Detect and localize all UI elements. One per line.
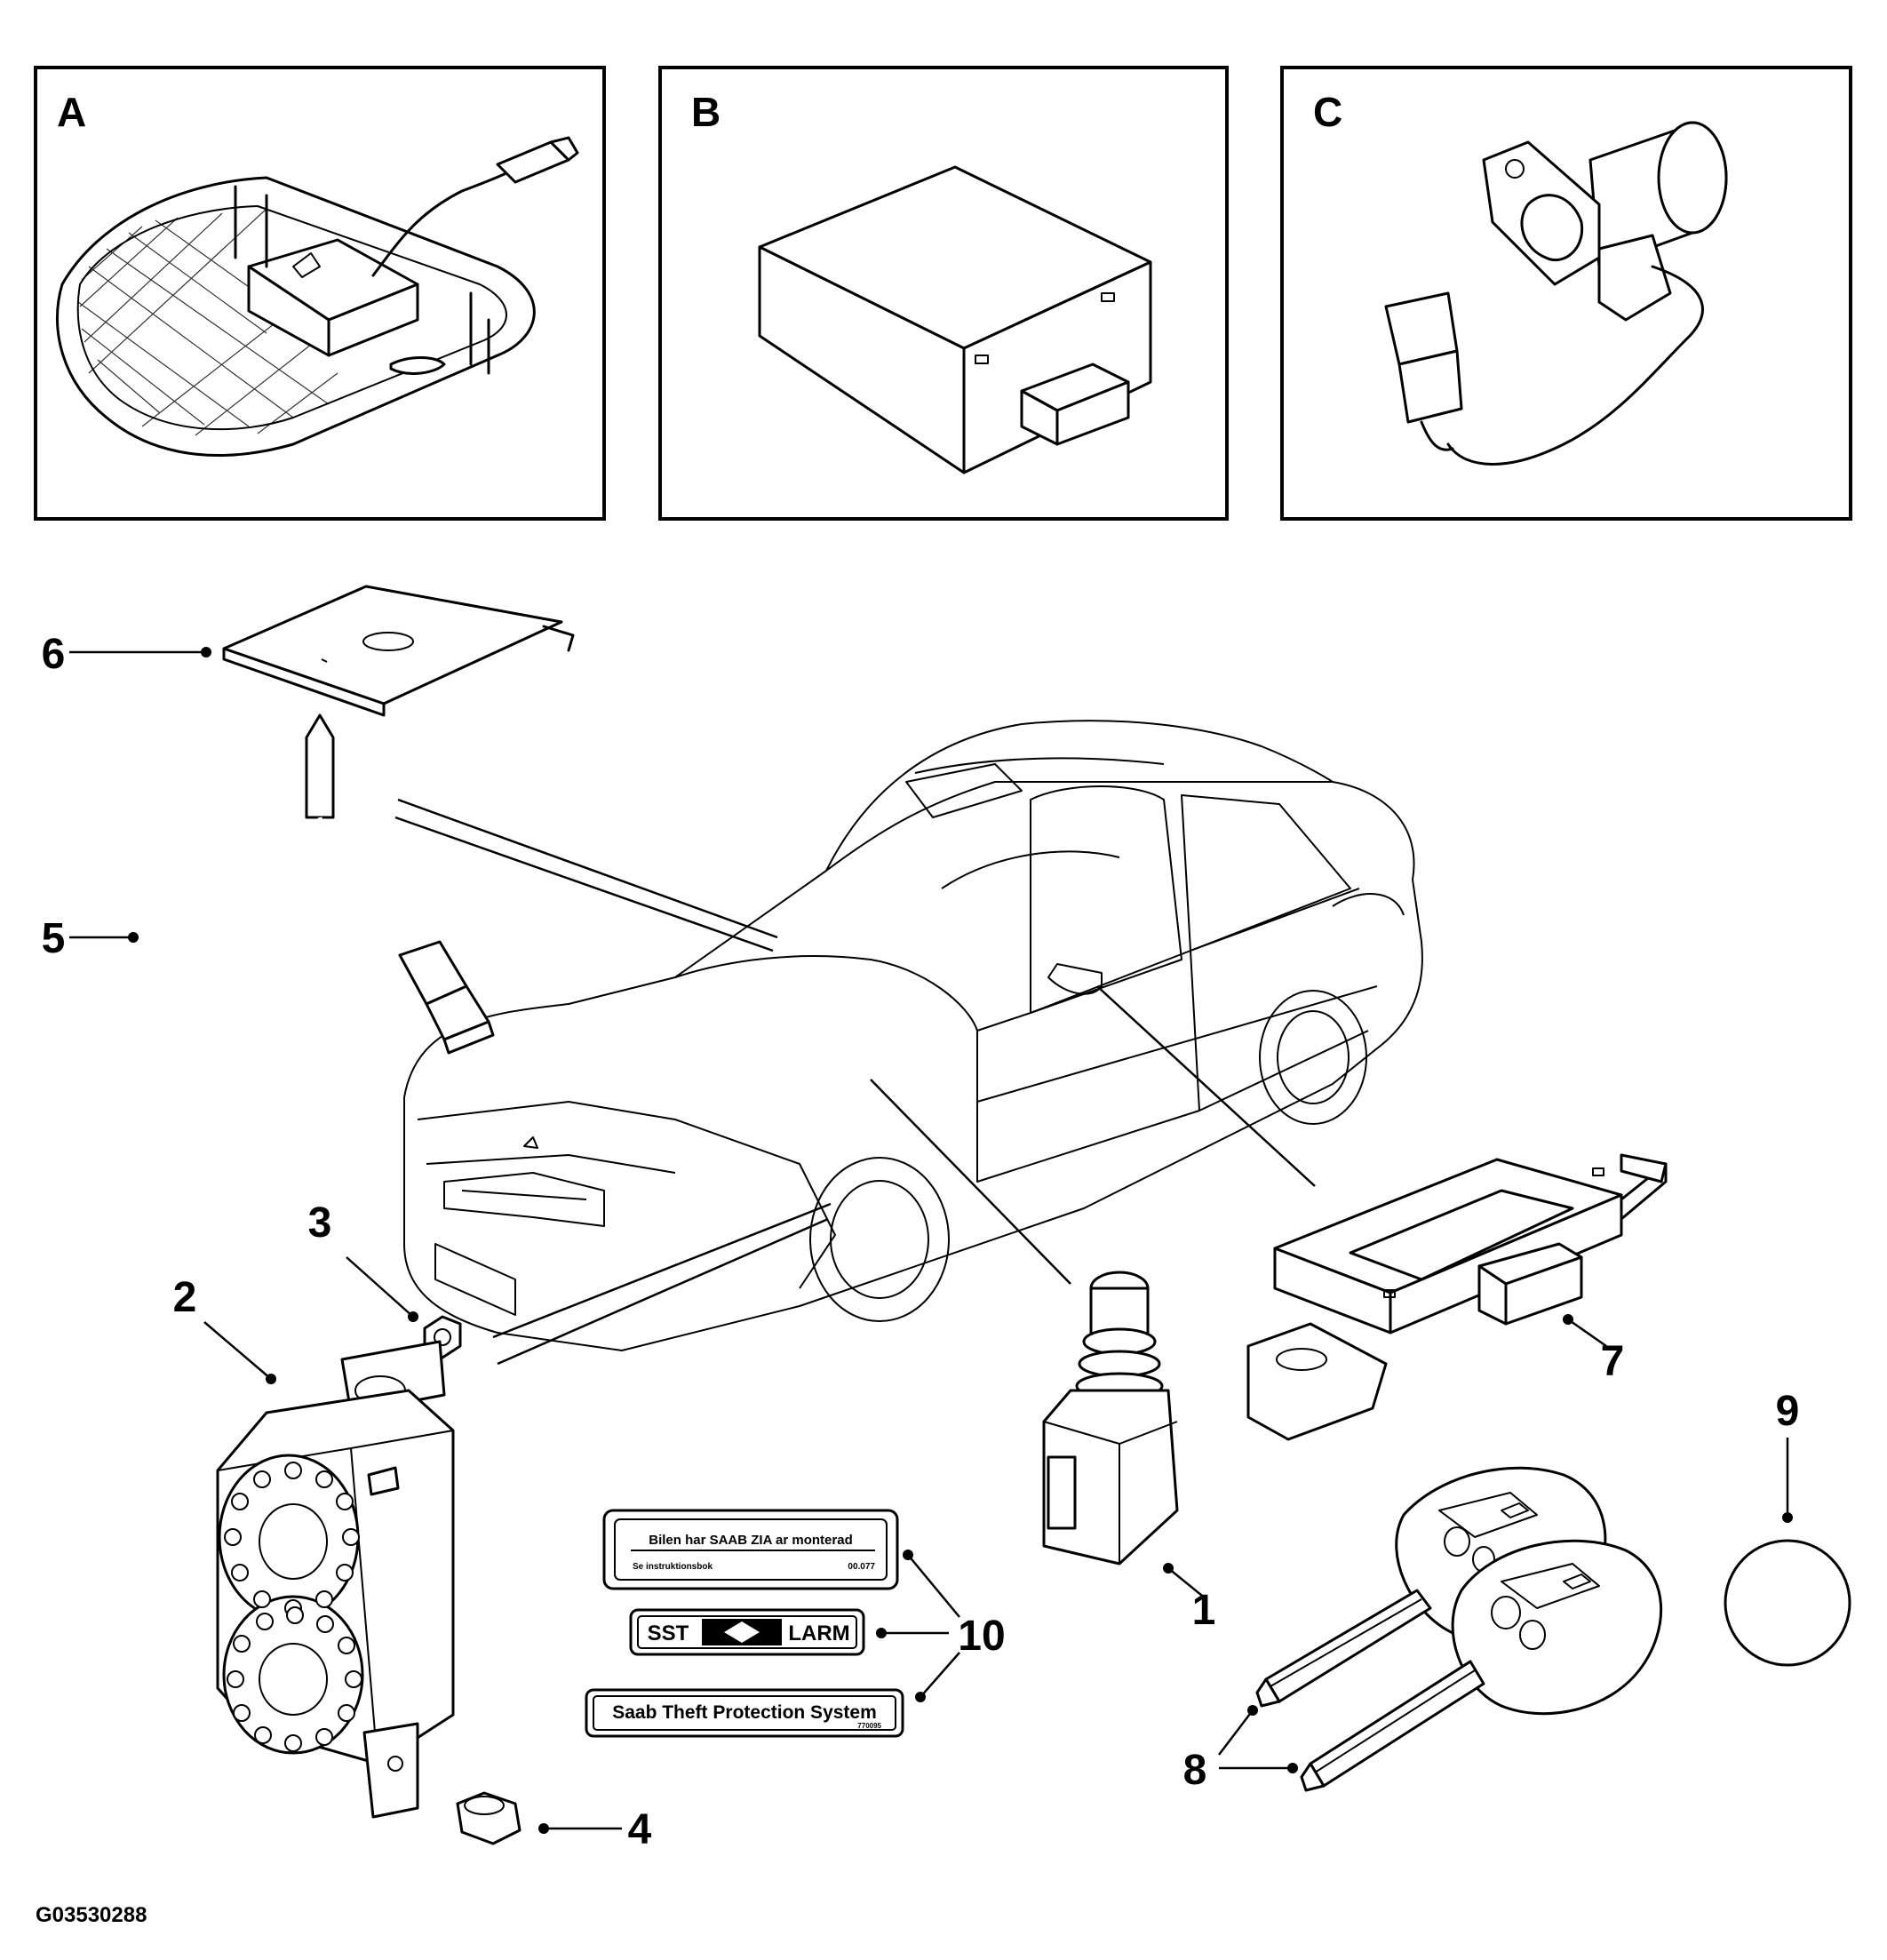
callout-leaders [69, 647, 1793, 1834]
hood-switch-drawing [1384, 121, 1728, 466]
part-7-module [1246, 1153, 1668, 1441]
figure-id: G03530288 [36, 1903, 147, 1927]
callout-9: 9 [1776, 1388, 1800, 1435]
part-10-stickers: Bilen har SAAB ZIA ar monterad Se instru… [585, 1509, 904, 1738]
panel-b-letter: B [691, 89, 721, 135]
sticker-theft-code: 770095 [857, 1722, 881, 1730]
panel-a: A [34, 66, 606, 521]
control-module-drawing [758, 165, 1152, 474]
part-9-battery [1724, 1539, 1851, 1667]
callout-1: 1 [1192, 1587, 1216, 1634]
panel-c-letter: C [1313, 89, 1342, 135]
part-6-plate [222, 585, 575, 717]
part-5-harness [150, 713, 495, 1055]
callout-10: 10 [958, 1613, 1005, 1660]
car-outline [403, 720, 1423, 1351]
part-4-plug [456, 1791, 522, 1845]
sticker-theft-text: Saab Theft Protection System [612, 1702, 877, 1723]
part-8-keys [1255, 1466, 1663, 1792]
callout-2: 2 [173, 1274, 197, 1321]
interior-sensor-drawing [56, 136, 579, 457]
callout-6: 6 [42, 631, 66, 678]
panel-c: C [1280, 66, 1852, 521]
callout-8: 8 [1183, 1747, 1207, 1794]
callout-numbers: 6 5 3 2 4 1 7 8 9 10 [42, 631, 1800, 1853]
callout-4: 4 [628, 1806, 652, 1853]
sticker-warning-code: 00.077 [848, 1562, 875, 1572]
part-2-siren [216, 1340, 455, 1819]
pointer-lines [394, 798, 1316, 1366]
sticker-larm-right: LARM [788, 1621, 849, 1645]
sticker-warning-line2: Se instruktionsbok [633, 1562, 713, 1572]
part-1-switch [1042, 1271, 1179, 1566]
sticker-warning-line1: Bilen har SAAB ZIA ar monterad [649, 1533, 852, 1548]
callout-3: 3 [308, 1199, 332, 1247]
sticker-larm-left: SST [648, 1621, 689, 1645]
callout-7: 7 [1601, 1338, 1625, 1385]
panel-a-letter: A [57, 89, 86, 135]
panel-b: B [658, 66, 1229, 521]
callout-5: 5 [42, 915, 66, 962]
